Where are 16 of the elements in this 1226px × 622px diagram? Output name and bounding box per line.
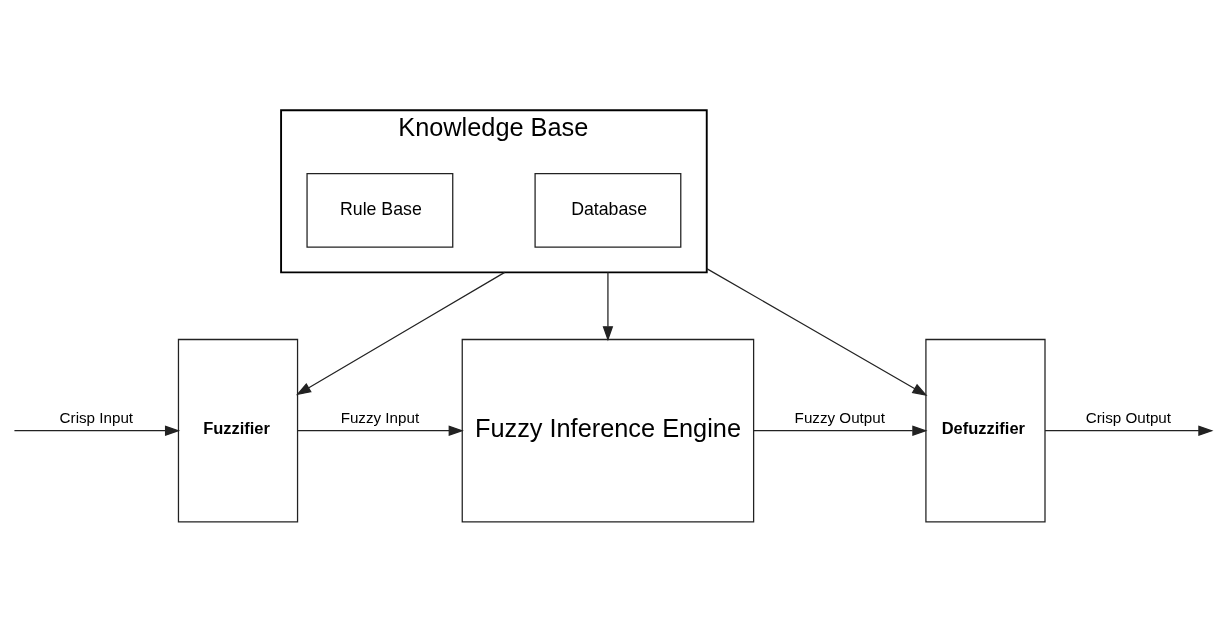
arrow (706, 267, 928, 397)
arrow (753, 425, 928, 437)
node-box: Database (534, 172, 682, 248)
arrow (13, 425, 181, 437)
arrow (1044, 425, 1214, 437)
node-box: Fuzzy Inference Engine (461, 338, 755, 523)
edge-label: Crisp Input (59, 408, 134, 426)
edge-label: Fuzzy Input (340, 408, 420, 426)
node-box: Rule Base (306, 172, 454, 248)
arrow (297, 425, 464, 437)
arrow (602, 271, 614, 342)
edge-label: Crisp Output (1085, 408, 1172, 426)
node-box: Defuzzifier (925, 338, 1046, 523)
arrow (295, 271, 506, 396)
node-box: Fuzzifier (177, 338, 299, 523)
edge-label: Fuzzy Output (794, 408, 885, 426)
